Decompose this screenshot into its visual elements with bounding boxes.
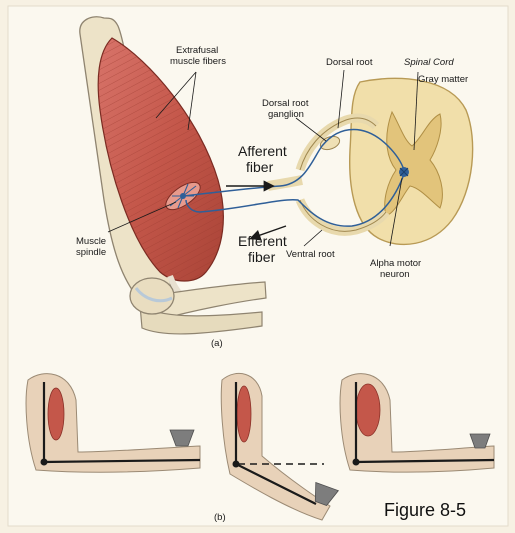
muscle-2	[237, 386, 251, 442]
label-extrafusal: Extrafusal muscle fibers	[170, 45, 226, 67]
label-panel-a: (a)	[211, 338, 223, 349]
label-muscle-spindle: Muscle spindle	[76, 236, 109, 258]
label-gray-matter: Gray matter	[418, 74, 468, 85]
label-dorsal-root: Dorsal root	[326, 57, 373, 68]
label-dorsal-root-ganglion: Dorsal root ganglion	[262, 98, 311, 120]
figure-caption: Figure 8-5	[384, 500, 466, 521]
muscle-3	[356, 384, 380, 436]
label-ventral-root: Ventral root	[286, 249, 335, 260]
muscle-1	[48, 388, 64, 440]
elbow-joint	[130, 278, 174, 314]
label-spinal-cord: Spinal Cord	[404, 57, 454, 68]
label-panel-b: (b)	[214, 512, 226, 523]
elbow-pivot-1	[41, 459, 48, 466]
elbow-pivot-3	[353, 459, 360, 466]
